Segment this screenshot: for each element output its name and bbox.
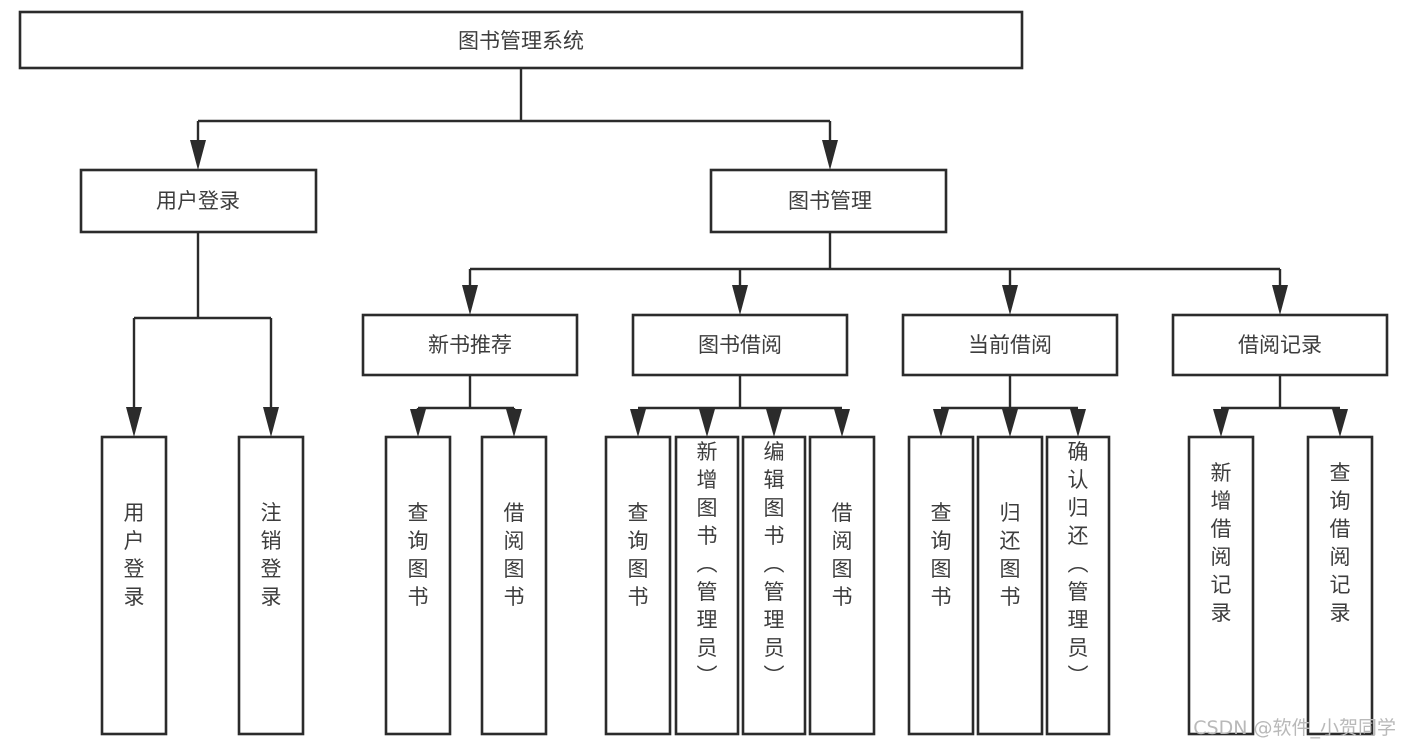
leaf-add-record-box[interactable] [1187, 435, 1255, 736]
leaf-confirm-return-box[interactable] [1045, 435, 1111, 736]
leaf-edit-book-label: 编辑图书︵管理员︶ [764, 440, 785, 688]
node-book-borrow-box[interactable] [631, 313, 849, 377]
node-new-book-recommend[interactable]: 新书推荐 [361, 313, 579, 377]
arrowhead-user-login [190, 140, 206, 170]
arrowhead-leaf-borrow-book-1 [506, 409, 522, 437]
arrowhead-leaf-add-book [699, 409, 715, 437]
arrowhead-leaf-user-login [126, 407, 142, 437]
arrowhead-leaf-add-record [1213, 409, 1229, 437]
node-book-management[interactable]: 图书管理 [709, 168, 948, 234]
leaf-query-book-2-label: 查询图书 [628, 501, 649, 609]
node-borrow-record[interactable]: 借阅记录 [1171, 313, 1389, 377]
leaf-query-record[interactable]: 查询借阅记录 [1306, 435, 1374, 736]
leaf-query-book-2[interactable]: 查询图书 [604, 435, 672, 736]
arrowhead-leaf-confirm-return [1070, 409, 1086, 437]
node-current-borrow-label: 当前借阅 [968, 333, 1052, 357]
node-root-label: 图书管理系统 [458, 29, 584, 53]
node-book-management-box[interactable] [709, 168, 948, 234]
leaf-return-book-box[interactable] [976, 435, 1044, 736]
leaf-borrow-book-2[interactable]: 借阅图书 [808, 435, 876, 736]
leaf-user-login[interactable]: 用户登录 [100, 435, 168, 736]
arrowhead-new-book-recommend [462, 285, 478, 315]
arrowhead-leaf-return-book [1002, 409, 1018, 437]
node-new-book-recommend-label: 新书推荐 [428, 333, 512, 357]
leaf-edit-book[interactable]: 编辑图书︵管理员︶ [741, 435, 807, 736]
leaf-query-book-3-label: 查询图书 [931, 501, 952, 609]
leaf-user-login-label: 用户登录 [124, 501, 145, 609]
node-user-login-box[interactable] [79, 168, 318, 234]
leaf-borrow-book-2-label: 借阅图书 [832, 501, 853, 609]
leaf-query-record-box[interactable] [1306, 435, 1374, 736]
leaf-confirm-return[interactable]: 确认归还︵管理员︶ [1045, 435, 1111, 736]
leaf-add-record-label: 新增借阅记录 [1211, 461, 1232, 625]
leaf-return-book-label: 归还图书 [1000, 501, 1021, 609]
leaf-query-book-1-label: 查询图书 [408, 501, 429, 609]
leaf-user-login-box[interactable] [100, 435, 168, 736]
arrowhead-leaf-borrow-book-2 [834, 409, 850, 437]
arrowhead-leaf-query-record [1332, 409, 1348, 437]
leaf-query-book-3[interactable]: 查询图书 [907, 435, 975, 736]
node-book-borrow[interactable]: 图书借阅 [631, 313, 849, 377]
node-root-box[interactable] [18, 10, 1024, 70]
arrowhead-leaf-user-logout [263, 407, 279, 437]
node-user-login-label: 用户登录 [156, 189, 240, 213]
leaf-confirm-return-label: 确认归还︵管理员︶ [1068, 440, 1089, 688]
csdn-watermark: CSDN @软件_小贺同学 [1193, 717, 1396, 739]
leaf-borrow-book-1-label: 借阅图书 [504, 501, 525, 609]
arrowhead-borrow-record [1272, 285, 1288, 315]
node-new-book-recommend-box[interactable] [361, 313, 579, 377]
leaf-edit-book-box[interactable] [741, 435, 807, 736]
node-current-borrow[interactable]: 当前借阅 [901, 313, 1119, 377]
node-borrow-record-label: 借阅记录 [1238, 333, 1322, 357]
leaf-query-book-1-box[interactable] [384, 435, 452, 736]
leaf-query-record-label: 查询借阅记录 [1330, 461, 1351, 625]
leaf-user-logout[interactable]: 注销登录 [237, 435, 305, 736]
leaf-add-book-box[interactable] [674, 435, 740, 736]
leaf-add-book-label: 新增图书︵管理员︶ [697, 440, 718, 688]
leaf-borrow-book-2-box[interactable] [808, 435, 876, 736]
leaf-user-logout-label: 注销登录 [261, 501, 282, 609]
node-root[interactable]: 图书管理系统 [18, 10, 1024, 70]
leaf-borrow-book-1-box[interactable] [480, 435, 548, 736]
arrowhead-leaf-query-book-3 [933, 409, 949, 437]
arrowhead-book-management [822, 140, 838, 170]
node-book-management-label: 图书管理 [788, 189, 872, 213]
leaf-user-logout-box[interactable] [237, 435, 305, 736]
leaf-borrow-book-1[interactable]: 借阅图书 [480, 435, 548, 736]
arrowhead-leaf-query-book-2 [630, 409, 646, 437]
node-user-login[interactable]: 用户登录 [79, 168, 318, 234]
leaf-query-book-2-box[interactable] [604, 435, 672, 736]
leaf-add-book[interactable]: 新增图书︵管理员︶ [674, 435, 740, 736]
leaf-query-book-3-box[interactable] [907, 435, 975, 736]
node-book-borrow-label: 图书借阅 [698, 333, 782, 357]
arrowhead-leaf-edit-book [766, 409, 782, 437]
arrowhead-leaf-query-book-1 [410, 409, 426, 437]
leaf-query-book-1[interactable]: 查询图书 [384, 435, 452, 736]
arrowhead-book-borrow [732, 285, 748, 315]
leaf-add-record[interactable]: 新增借阅记录 [1187, 435, 1255, 736]
arrowhead-current-borrow [1002, 285, 1018, 315]
node-current-borrow-box[interactable] [901, 313, 1119, 377]
edges [126, 68, 1348, 437]
leaf-return-book[interactable]: 归还图书 [976, 435, 1044, 736]
node-borrow-record-box[interactable] [1171, 313, 1389, 377]
